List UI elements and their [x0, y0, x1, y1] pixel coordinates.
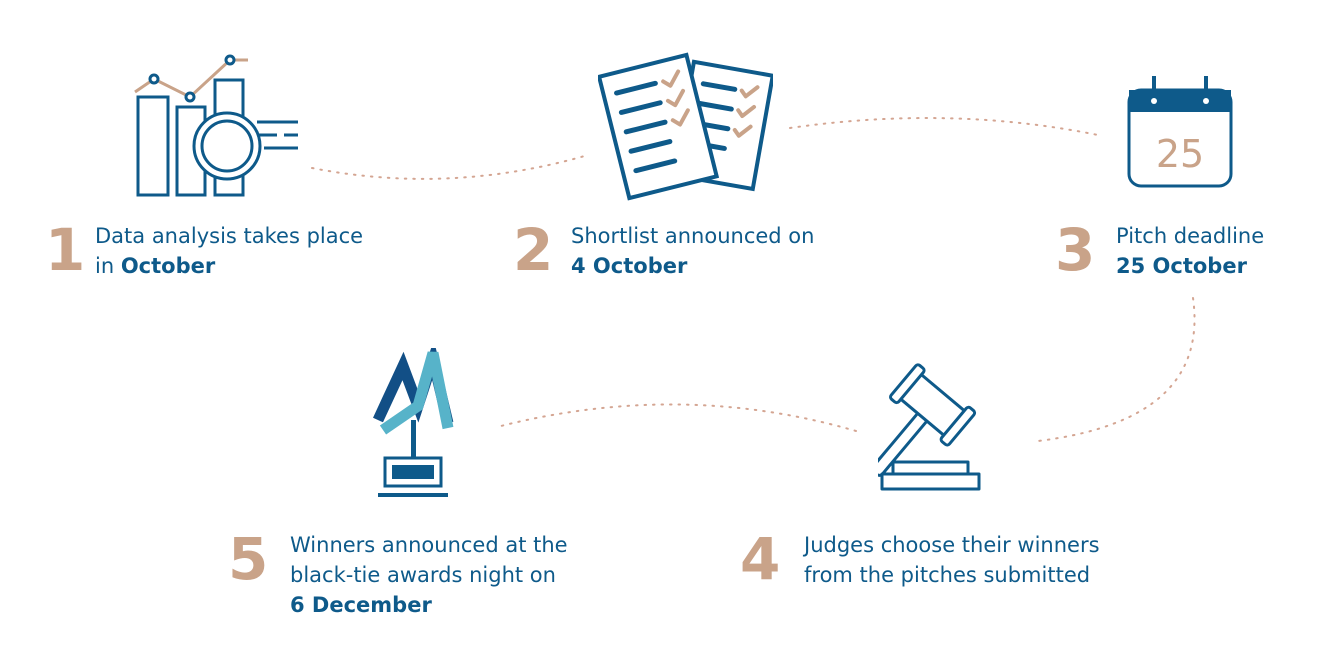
trophy-icon	[373, 348, 454, 497]
calendar-day: 25	[1156, 132, 1204, 176]
step-line-3: 6 December	[290, 593, 432, 617]
step-line-2: 25 October	[1116, 254, 1247, 278]
connector-4-5	[496, 403, 857, 432]
chart-magnifier-icon	[134, 54, 298, 197]
gavel-icon	[878, 363, 981, 491]
calendar-icon: 25	[1127, 76, 1233, 188]
step-line-1: Data analysis takes place	[95, 224, 364, 248]
step-number: 1	[45, 216, 86, 284]
step-text: Data analysis takes place in October	[95, 221, 363, 281]
step-number: 5	[228, 525, 269, 593]
step-text: Shortlist announced on 4 October	[571, 221, 814, 281]
connector-3-4	[1037, 297, 1196, 442]
step-line-2: from the pitches submitted	[804, 563, 1091, 587]
step-line-1: Judges choose their winners	[804, 533, 1100, 557]
step-line-1: Shortlist announced on	[571, 224, 815, 248]
step-number: 4	[740, 525, 781, 593]
step-line-1: Pitch deadline	[1116, 224, 1265, 248]
connector-2-3	[789, 117, 1099, 136]
step-line-2: 4 October	[571, 254, 688, 278]
step-line-2: in October	[95, 254, 216, 278]
step-text: Pitch deadline 25 October	[1116, 221, 1264, 281]
step-line-2: black-tie awards night on	[290, 563, 556, 587]
checklist-documents-icon	[598, 52, 773, 201]
connector-1-2	[311, 154, 589, 180]
step-text: Winners announced at the black-tie award…	[290, 530, 568, 620]
step-text: Judges choose their winners from the pit…	[804, 530, 1100, 590]
step-number: 3	[1055, 216, 1096, 284]
step-line-1: Winners announced at the	[290, 533, 568, 557]
step-number: 2	[513, 216, 554, 284]
